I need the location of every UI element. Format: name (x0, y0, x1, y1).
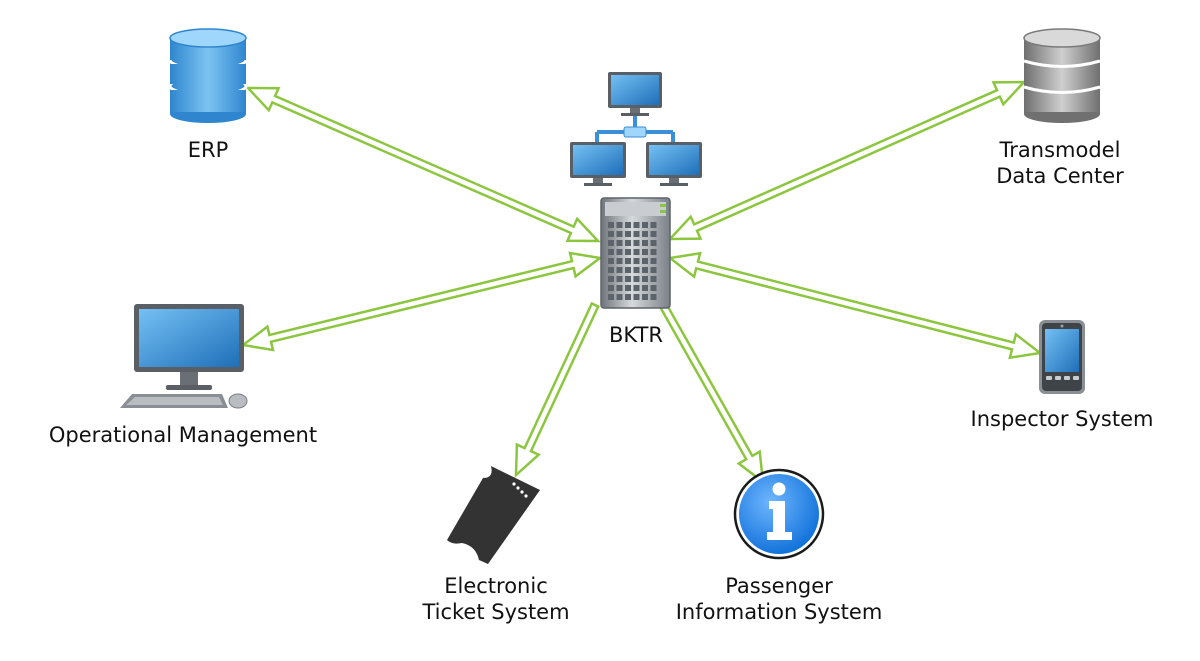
server-vent (625, 258, 631, 264)
node-label-operational-line: Operational Management (48, 423, 318, 447)
server-vent (608, 276, 614, 282)
server-vent (616, 285, 623, 291)
database-blue-icon (168, 28, 248, 123)
network-computers-icon (570, 72, 702, 186)
server-tower-icon (600, 197, 671, 309)
server-vent (642, 276, 648, 282)
desktop-computer-icon (120, 304, 248, 409)
node-label-ticket-line-2: Ticket System (422, 600, 570, 624)
server-vent (642, 294, 648, 300)
server-vent (625, 231, 631, 237)
server-vent (608, 285, 614, 291)
server-vent (625, 285, 631, 291)
node-label-ticket: Electronic Ticket System (422, 573, 569, 625)
server-vent (608, 249, 614, 255)
database-gray-icon (1023, 28, 1101, 123)
server-vent (616, 249, 623, 255)
server-vent (608, 231, 614, 237)
server-vent (616, 231, 623, 237)
node-label-ticket-line-1: Electronic (444, 574, 548, 598)
server-vent (633, 294, 640, 300)
node-label-transmodel-line-2: Data Center (996, 164, 1124, 188)
hub-label-text: BKTR (609, 323, 663, 347)
hub-label: BKTR (609, 322, 663, 348)
server-vent (642, 258, 648, 264)
node-label-transmodel-line-1: Transmodel (999, 138, 1121, 162)
node-label-inspector: Inspector System (971, 406, 1154, 432)
node-label-passenger: Passenger Information System (676, 573, 883, 625)
ticket-icon (447, 466, 540, 564)
server-vent (633, 231, 640, 237)
server-vent (633, 267, 640, 273)
node-label-passenger-line-1: Passenger (725, 574, 833, 598)
server-vent (650, 294, 657, 300)
server-vent (642, 231, 648, 237)
server-vent (650, 267, 657, 273)
server-vent (608, 267, 614, 273)
server-vent (625, 294, 631, 300)
server-vent (633, 276, 640, 282)
node-label-transmodel: Transmodel Data Center (996, 137, 1124, 189)
arrow-transmodel (667, 80, 1027, 241)
server-vent (642, 240, 648, 246)
server-vent (625, 276, 631, 282)
server-vent (650, 222, 657, 228)
arrow-inspector (666, 251, 1044, 360)
server-vent (650, 276, 657, 282)
server-vent (633, 258, 640, 264)
server-vent (642, 267, 648, 273)
server-vent (625, 267, 631, 273)
server-vent (608, 258, 614, 264)
node-label-operational: Operational Management (49, 422, 317, 448)
server-vent (616, 240, 623, 246)
server-vent (616, 258, 623, 264)
arrow-operational (239, 251, 604, 352)
server-vent (616, 294, 623, 300)
server-vent (633, 240, 640, 246)
server-vent (608, 240, 614, 246)
server-vent (616, 276, 623, 282)
server-vent (642, 222, 648, 228)
node-label-inspector-line: Inspector System (970, 407, 1154, 431)
arrow-erp (245, 86, 601, 243)
node-label-erp: ERP (188, 137, 229, 163)
info-icon (733, 468, 825, 560)
server-vent (650, 258, 657, 264)
server-vent (642, 249, 648, 255)
server-vent (642, 285, 648, 291)
connection-arrows (239, 80, 1044, 485)
node-label-erp-line: ERP (187, 138, 229, 162)
server-vent (625, 249, 631, 255)
server-vent (650, 285, 657, 291)
server-vent (608, 294, 614, 300)
server-vent (650, 240, 657, 246)
server-vent (633, 285, 640, 291)
server-vent (616, 222, 623, 228)
mobile-device-icon (1039, 320, 1085, 394)
server-vent (650, 249, 657, 255)
server-vent (625, 240, 631, 246)
server-vent (633, 249, 640, 255)
node-label-passenger-line-2: Information System (675, 600, 883, 624)
server-vent (650, 231, 657, 237)
server-vent (633, 222, 640, 228)
arrow-passenger (658, 301, 765, 485)
server-vent (616, 267, 623, 273)
server-vent (608, 222, 614, 228)
arrow-ticket (514, 301, 600, 478)
server-vent (625, 222, 631, 228)
